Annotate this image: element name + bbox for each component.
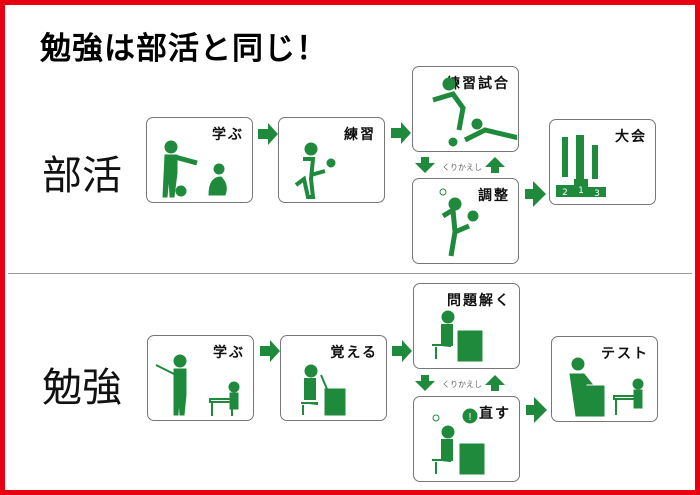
step-mondai-toku: 問題解く <box>413 283 520 369</box>
kicking-figure-icon <box>294 142 336 199</box>
lightbulb-kicking-figure-icon <box>439 188 479 257</box>
arrow-right-icon <box>392 340 412 362</box>
arrow-down-icon <box>415 375 435 391</box>
row-label-bukatsu: 部活 <box>42 153 122 199</box>
step-renshu-shiai: 練習試合 <box>412 66 519 152</box>
step-manabu-study: 学ぶ <box>147 335 254 421</box>
step-label: 練習試合 <box>446 76 510 92</box>
student-desk-icon <box>432 310 483 362</box>
step-label: 学ぶ <box>213 345 245 361</box>
coach-figure-icon <box>162 140 227 198</box>
step-oboeru: 覚える <box>280 335 387 421</box>
step-naosu: 直す ! <box>413 396 520 482</box>
student-reading-icon <box>301 364 346 416</box>
page-title: 勉強は部活と同じ！ <box>40 31 328 67</box>
step-label: 直す <box>479 406 511 422</box>
arrow-right-icon <box>525 181 546 207</box>
divider <box>8 273 692 274</box>
step-label: 覚える <box>330 345 378 361</box>
svg-text:3: 3 <box>594 189 600 199</box>
svg-text:1: 1 <box>578 186 584 196</box>
exam-proctor-icon <box>569 357 644 417</box>
arrow-up-icon <box>485 157 505 173</box>
arrow-right-icon <box>391 122 411 144</box>
arrow-right-icon <box>258 123 278 145</box>
step-label: 問題解く <box>447 293 511 309</box>
arrow-right-icon <box>526 397 547 423</box>
step-label: 学ぶ <box>212 127 244 143</box>
arrow-up-icon <box>485 375 505 391</box>
flow-arrows <box>258 122 547 423</box>
step-renshu: 練習 <box>278 117 385 203</box>
arrow-right-icon <box>260 340 280 362</box>
step-label: テスト <box>601 346 649 362</box>
student-exclamation-icon: ! <box>432 408 485 475</box>
step-manabu-club: 学ぶ <box>146 117 253 203</box>
row-label-benkyo: 勉強 <box>42 365 122 411</box>
teacher-student-icon <box>155 354 240 416</box>
repeat-label: くりかえし <box>442 163 482 172</box>
step-label: 大会 <box>615 129 647 145</box>
step-chosei: 調整 <box>412 178 519 264</box>
repeat-label: くりかえし <box>442 380 482 389</box>
match-figures-icon <box>432 77 517 147</box>
step-test: テスト <box>551 336 658 422</box>
arrow-down-icon <box>415 157 435 173</box>
step-label: 練習 <box>344 127 376 143</box>
svg-text:2: 2 <box>562 188 568 198</box>
step-label: 調整 <box>478 188 510 204</box>
podium-icon: 12 3 <box>556 135 606 199</box>
svg-text:!: ! <box>468 412 472 423</box>
